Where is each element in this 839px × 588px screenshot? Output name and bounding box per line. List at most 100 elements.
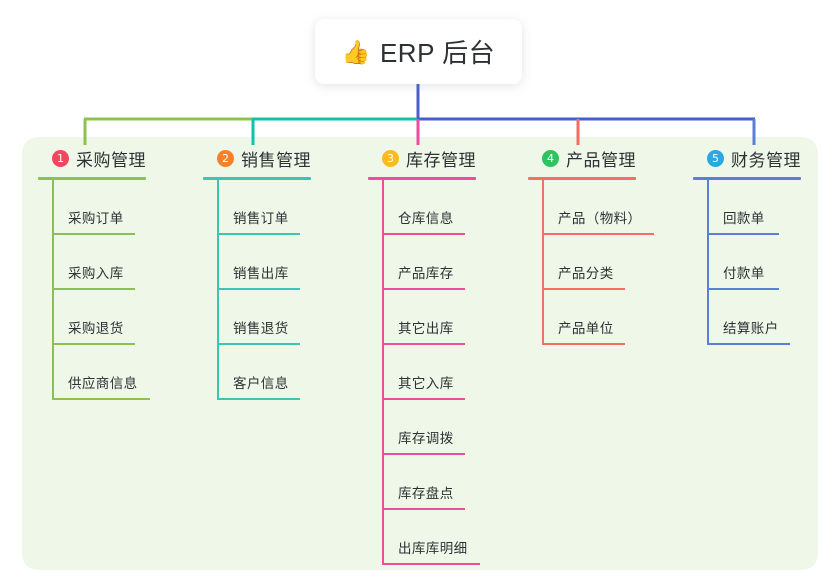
menu-item-rule — [382, 453, 465, 455]
category-column-1: 1 采购管理采购订单采购入库采购退货供应商信息 — [38, 146, 150, 400]
category-underline-5 — [693, 177, 801, 180]
menu-item[interactable]: 销售订单 — [203, 180, 311, 235]
menu-item[interactable]: 结算账户 — [693, 290, 801, 345]
menu-item[interactable]: 库存调拨 — [368, 400, 476, 455]
menu-item-label: 其它入库 — [398, 376, 454, 391]
menu-item[interactable]: 产品（物料） — [528, 180, 654, 235]
category-badge-2: 2 — [217, 149, 234, 167]
category-header-3[interactable]: 3 库存管理 — [382, 146, 476, 170]
menu-item-label: 产品库存 — [398, 266, 454, 281]
menu-item-label: 采购订单 — [68, 211, 124, 226]
category-spine-3 — [382, 180, 384, 565]
category-underline-1 — [38, 177, 146, 180]
menu-item[interactable]: 销售出库 — [203, 235, 311, 290]
menu-item-label: 销售退货 — [233, 321, 289, 336]
menu-item-rule — [382, 398, 465, 400]
category-title-5: 财务管理 — [731, 150, 801, 170]
menu-item-label: 采购退货 — [68, 321, 124, 336]
menu-item-label: 库存调拨 — [398, 431, 454, 446]
menu-item-rule — [52, 398, 150, 400]
thumbs-up-icon: 👍 — [341, 39, 371, 65]
category-column-3: 3 库存管理仓库信息产品库存其它出库其它入库库存调拨库存盘点出库库明细 — [368, 146, 480, 565]
menu-item-rule — [52, 343, 135, 345]
category-badge-3: 3 — [382, 149, 399, 167]
menu-item-label: 供应商信息 — [68, 376, 138, 391]
menu-item-rule — [707, 288, 779, 290]
category-underline-2 — [203, 177, 311, 180]
menu-item[interactable]: 产品库存 — [368, 235, 476, 290]
category-column-4: 4 产品管理产品（物料） 产品分类产品单位 — [528, 146, 654, 345]
menu-item[interactable]: 其它入库 — [368, 345, 476, 400]
menu-item-rule — [217, 398, 300, 400]
menu-item[interactable]: 采购入库 — [38, 235, 146, 290]
menu-item-label: 销售订单 — [233, 211, 289, 226]
category-header-5[interactable]: 5 财务管理 — [707, 146, 801, 170]
menu-item[interactable]: 销售退货 — [203, 290, 311, 345]
category-spine-4 — [542, 180, 544, 345]
menu-item-label: 库存盘点 — [398, 486, 454, 501]
menu-item[interactable]: 采购订单 — [38, 180, 146, 235]
menu-item-rule — [217, 288, 300, 290]
category-column-5: 5 财务管理回款单付款单结算账户 — [693, 146, 801, 345]
menu-item[interactable]: 产品分类 — [528, 235, 636, 290]
menu-item-rule — [382, 343, 465, 345]
menu-item-rule — [382, 288, 465, 290]
menu-item-label: 产品分类 — [558, 266, 614, 281]
menu-item[interactable]: 采购退货 — [38, 290, 146, 345]
category-badge-5: 5 — [707, 149, 724, 167]
menu-item-rule — [217, 343, 300, 345]
menu-item[interactable]: 回款单 — [693, 180, 801, 235]
category-underline-4 — [528, 177, 636, 180]
category-title-4: 产品管理 — [566, 150, 636, 170]
menu-item-rule — [707, 233, 779, 235]
menu-item-rule — [542, 233, 654, 235]
category-spine-2 — [217, 180, 219, 400]
category-title-1: 采购管理 — [76, 150, 146, 170]
menu-item-rule — [52, 288, 135, 290]
category-badge-4: 4 — [542, 149, 559, 167]
menu-item-label: 产品单位 — [558, 321, 614, 336]
category-items-3: 仓库信息产品库存其它出库其它入库库存调拨库存盘点出库库明细 — [368, 180, 480, 565]
menu-item-rule — [542, 288, 625, 290]
menu-item-label: 付款单 — [723, 266, 765, 281]
root-node-label: 👍 ERP 后台 — [342, 33, 495, 70]
category-items-4: 产品（物料） 产品分类产品单位 — [528, 180, 654, 345]
category-header-2[interactable]: 2 销售管理 — [217, 146, 311, 170]
diagram-panel — [22, 137, 818, 570]
menu-item-label: 销售出库 — [233, 266, 289, 281]
category-underline-3 — [368, 177, 476, 180]
category-header-1[interactable]: 1 采购管理 — [52, 146, 146, 170]
menu-item[interactable]: 其它出库 — [368, 290, 476, 345]
root-title-text: ERP 后台 — [379, 38, 496, 68]
menu-item[interactable]: 供应商信息 — [38, 345, 150, 400]
menu-item[interactable]: 库存盘点 — [368, 455, 476, 510]
menu-item[interactable]: 仓库信息 — [368, 180, 476, 235]
category-items-1: 采购订单采购入库采购退货供应商信息 — [38, 180, 150, 400]
category-spine-1 — [52, 180, 54, 400]
menu-item-rule — [382, 233, 465, 235]
category-items-5: 回款单付款单结算账户 — [693, 180, 801, 345]
category-spine-5 — [707, 180, 709, 345]
menu-item[interactable]: 出库库明细 — [368, 510, 480, 565]
menu-item-label: 出库库明细 — [398, 541, 468, 556]
menu-item-label: 结算账户 — [723, 321, 779, 336]
category-items-2: 销售订单销售出库销售退货客户信息 — [203, 180, 311, 400]
menu-item-rule — [217, 233, 300, 235]
menu-item-rule — [52, 233, 135, 235]
menu-item-rule — [382, 508, 465, 510]
menu-item[interactable]: 客户信息 — [203, 345, 311, 400]
menu-item-rule — [382, 563, 480, 565]
root-node[interactable]: 👍 ERP 后台 — [315, 19, 522, 84]
menu-item[interactable]: 付款单 — [693, 235, 801, 290]
menu-item-label: 客户信息 — [233, 376, 289, 391]
menu-item-label: 产品（物料） — [558, 211, 642, 226]
category-title-2: 销售管理 — [241, 150, 311, 170]
category-title-3: 库存管理 — [406, 150, 476, 170]
category-badge-1: 1 — [52, 149, 69, 167]
menu-item-label: 仓库信息 — [398, 211, 454, 226]
category-header-4[interactable]: 4 产品管理 — [542, 146, 636, 170]
menu-item-rule — [542, 343, 625, 345]
category-column-2: 2 销售管理销售订单销售出库销售退货客户信息 — [203, 146, 311, 400]
menu-item-label: 其它出库 — [398, 321, 454, 336]
menu-item[interactable]: 产品单位 — [528, 290, 636, 345]
